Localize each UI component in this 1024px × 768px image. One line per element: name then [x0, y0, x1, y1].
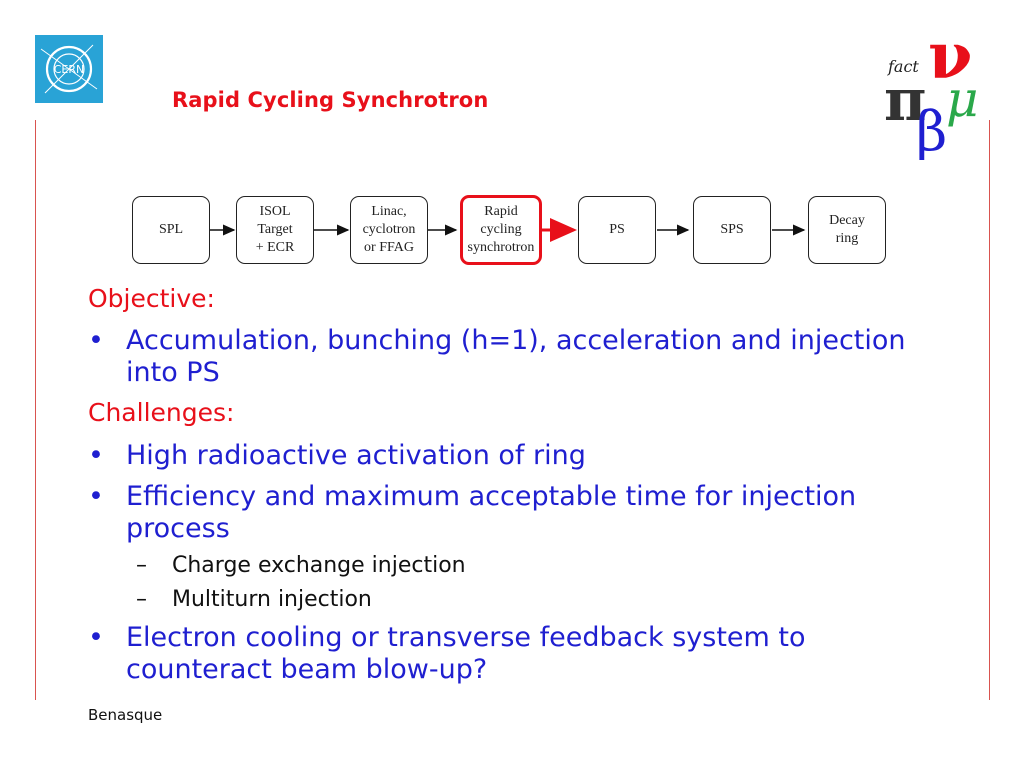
sub-bullet-dash: –	[136, 553, 147, 578]
svg-text:π: π	[884, 66, 926, 134]
stage-rapid-cycling-synchrotron: Rapid cycling synchrotron	[460, 195, 542, 265]
svg-text:β: β	[916, 100, 947, 160]
bullet-dot: •	[88, 481, 104, 512]
bullet-dot: •	[88, 440, 104, 471]
stage-label: Target	[257, 222, 293, 237]
svg-text:μ: μ	[946, 70, 979, 128]
stage-spl: SPL	[132, 196, 210, 264]
stage-label: Decay	[829, 213, 865, 228]
left-rule	[35, 120, 36, 700]
stage-linac: Linac, cyclotron or FFAG	[350, 196, 428, 264]
slide-title: Rapid Cycling Synchrotron	[172, 88, 489, 112]
cern-logo-text: CERN	[54, 63, 85, 76]
stage-label: ISOL	[259, 204, 291, 219]
cern-logo-graphic: CERN	[35, 35, 103, 103]
objective-heading: Objective:	[88, 284, 215, 313]
flow-arrows	[210, 218, 806, 242]
stage-label: Linac,	[371, 204, 407, 219]
stage-label: synchrotron	[467, 240, 535, 255]
stage-label: cycling	[480, 222, 522, 237]
bullet-dot: •	[88, 622, 104, 653]
stage-isol-target: ISOL Target + ECR	[236, 196, 314, 264]
fact-logo: ν μ π β fact	[880, 19, 980, 163]
sub-bullet-text: Multiturn injection	[172, 587, 372, 612]
stage-sps: SPS	[693, 196, 771, 264]
fact-logo-text: fact	[887, 57, 919, 76]
svg-text:ν: ν	[928, 20, 972, 94]
sub-bullet-text: Charge exchange injection	[172, 553, 466, 578]
stage-ps: PS	[578, 196, 656, 264]
stage-decay-ring: Decay ring	[808, 196, 886, 264]
bullet-text: Efficiency and maximum acceptable time f…	[126, 481, 857, 544]
bullet-text: Electron cooling or transverse feedback …	[126, 622, 806, 685]
fact-logo-graphic: ν μ π β fact	[884, 19, 979, 163]
challenges-heading: Challenges:	[88, 398, 235, 427]
bullet-text: High radioactive activation of ring	[126, 440, 586, 471]
stage-label: + ECR	[255, 240, 295, 255]
stage-label: ring	[835, 231, 859, 246]
right-rule	[989, 120, 990, 700]
cern-logo: CERN	[35, 35, 103, 103]
sub-bullet-dash: –	[136, 587, 147, 612]
footer-text: Benasque	[88, 706, 163, 724]
stage-label: SPL	[158, 222, 184, 237]
stage-label: Rapid	[484, 204, 518, 219]
bullet-text: Accumulation, bunching (h=1), accelerati…	[126, 325, 906, 388]
bullet-dot: •	[88, 325, 104, 356]
stage-label: cyclotron	[362, 222, 416, 237]
stage-label: SPS	[720, 222, 744, 237]
stage-label: or FFAG	[364, 240, 414, 255]
stage-label: PS	[609, 222, 625, 237]
